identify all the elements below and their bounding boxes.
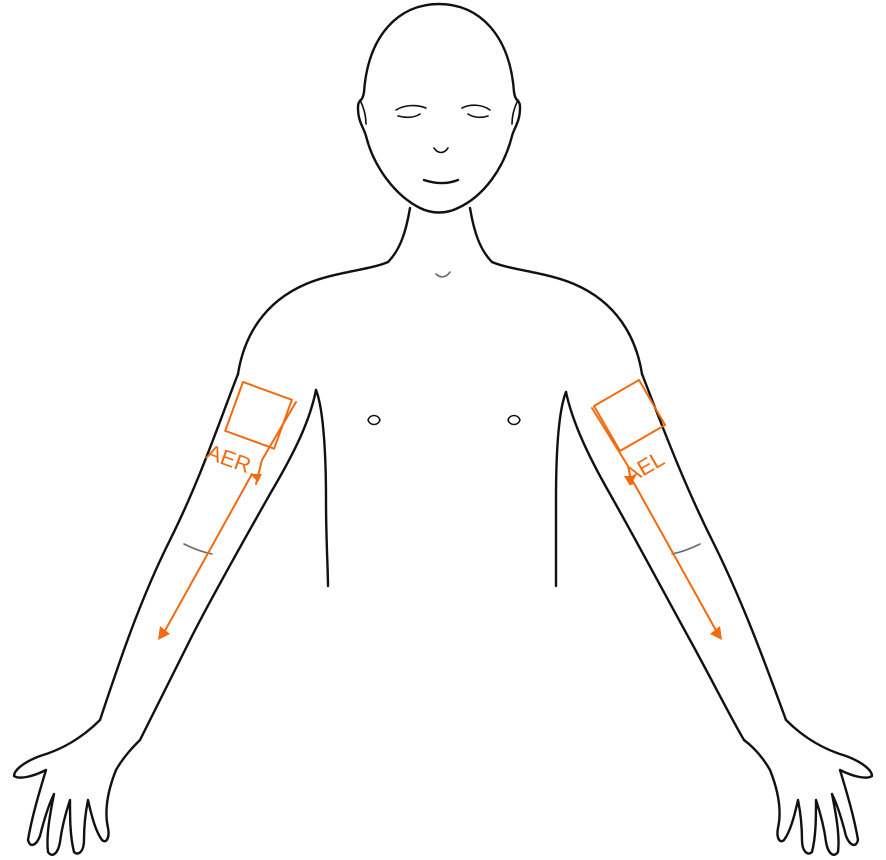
neck-left [470, 208, 492, 262]
nipple-left [508, 416, 520, 425]
arm-right-outer [100, 374, 238, 720]
site-marker-ael: AEL [592, 380, 722, 640]
eye-left [462, 105, 490, 117]
hand-left [744, 720, 872, 855]
torso-side-left [556, 392, 566, 586]
shoulder-line [238, 262, 642, 374]
site-label-ael: AEL [620, 446, 669, 488]
neck-right [388, 208, 410, 262]
site-arrow-aer [162, 474, 252, 636]
collarbone-notch [436, 272, 450, 277]
arm-right-inner [140, 390, 316, 740]
elbow-crease-left [672, 544, 700, 554]
arm-left [566, 374, 872, 855]
head-outline [358, 4, 520, 213]
site-arrowhead-aer-bottom [158, 626, 170, 640]
nose [434, 148, 448, 153]
site-square-ael [594, 380, 665, 451]
torso-side-right [316, 390, 328, 586]
nipple-right [368, 416, 380, 425]
site-marker-aer: AER [158, 382, 296, 640]
site-square-aer [225, 382, 292, 449]
mouth [424, 180, 458, 183]
arm-left-inner [566, 392, 744, 740]
site-label-aer: AER [203, 439, 254, 478]
eye-right [396, 106, 426, 118]
site-arrowhead-ael-bottom [710, 626, 722, 640]
hand-right [14, 720, 140, 855]
torso [238, 208, 642, 586]
head [358, 4, 520, 213]
